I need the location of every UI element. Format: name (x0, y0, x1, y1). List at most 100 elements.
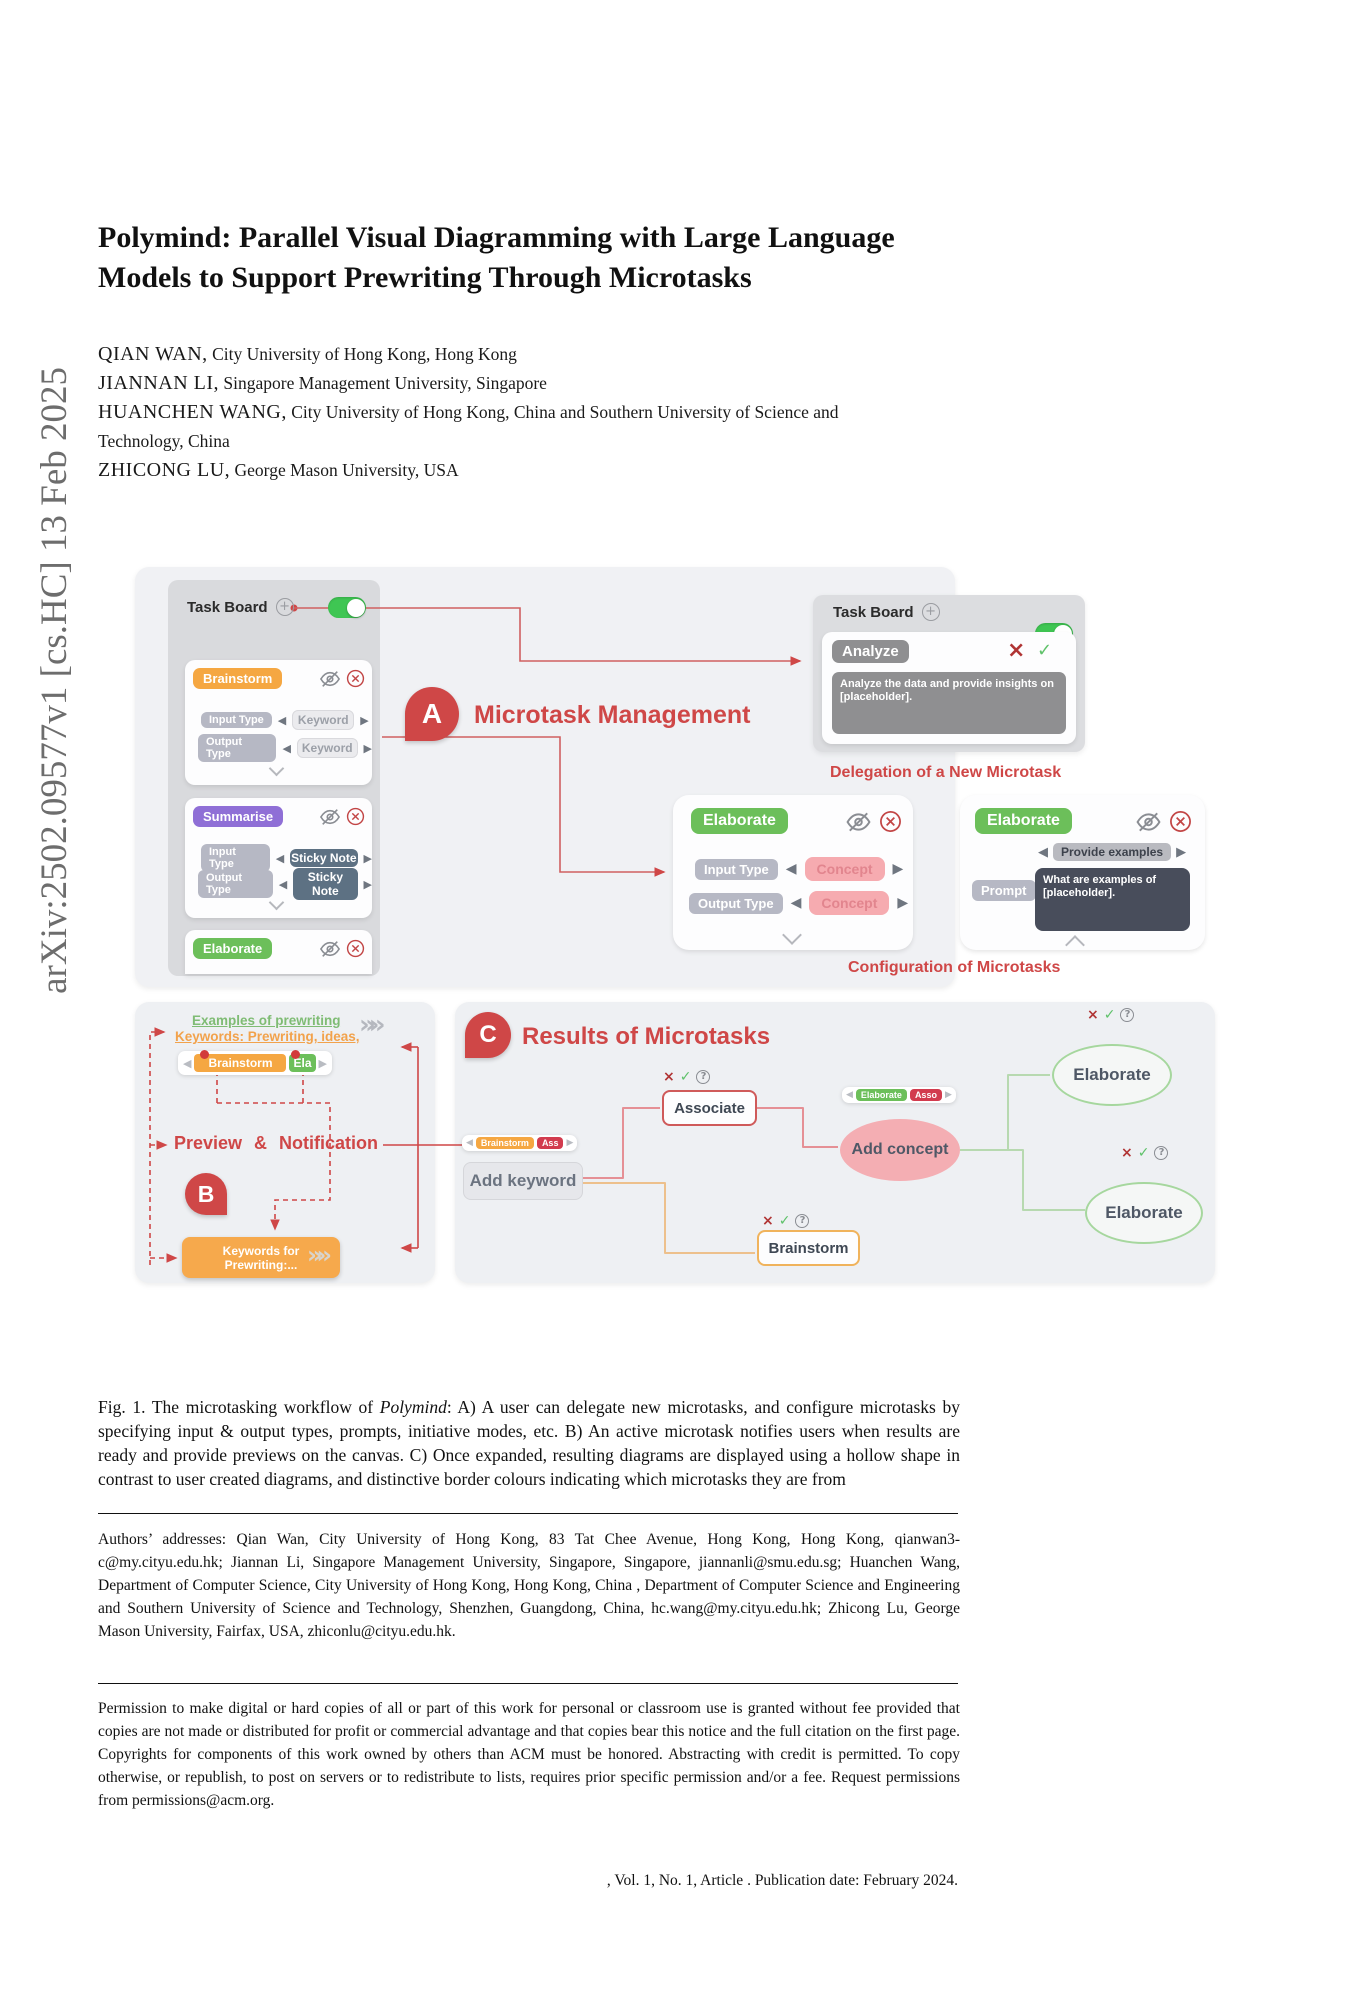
title-line-2: Models to Support Prewriting Through Mic… (98, 261, 752, 294)
next-option-icon[interactable]: ▶ (892, 861, 904, 877)
preview-result-line2[interactable]: Keywords: Prewriting, ideas, (175, 1029, 360, 1044)
add-keyword-node[interactable]: Add keyword (463, 1162, 583, 1200)
result-source-chipbar[interactable]: ◀ Brainstorm Ass ▶ (462, 1135, 578, 1151)
delete-microtask-icon[interactable] (346, 807, 365, 826)
elaborate-chip[interactable]: Elaborate (193, 938, 273, 959)
summarise-chip[interactable]: Summarise (193, 806, 284, 827)
microtask-card-elaborate[interactable]: Elaborate (185, 930, 372, 974)
add-microtask-icon[interactable]: + (275, 598, 294, 616)
output-type-label: Output Type (689, 892, 783, 914)
hide-preview-icon[interactable] (319, 669, 341, 689)
hide-preview-icon[interactable] (319, 807, 341, 827)
accept-result-icon[interactable]: ✓ (1137, 1145, 1150, 1161)
new-microtask-card[interactable]: Analyze × ✓ Analyze the data and provide… (822, 632, 1076, 744)
next-option-icon[interactable]: ▶ (360, 713, 369, 727)
result-actions: × ✓ ? (1121, 1145, 1169, 1161)
tab-brainstorm[interactable]: Brainstorm (194, 1050, 287, 1072)
prev-option-icon[interactable]: ◀ (278, 877, 288, 891)
prev-option-icon[interactable]: ◀ (282, 741, 291, 755)
prompt-text-box[interactable]: What are examples of [placeholder]. (1035, 868, 1190, 931)
delete-microtask-icon[interactable] (346, 669, 365, 688)
results-heading: Results of Microtasks (522, 1023, 771, 1050)
output-type-value: Keyword (296, 738, 358, 758)
hide-preview-icon[interactable] (1135, 810, 1162, 834)
next-option-icon[interactable]: ▶ (363, 851, 372, 865)
title-line-1: Polymind: Parallel Visual Diagramming wi… (98, 221, 895, 254)
add-concept-node[interactable]: Add concept (840, 1119, 960, 1181)
next-option-icon[interactable]: ▶ (897, 895, 909, 911)
author-line: QIAN WAN, City University of Hong Kong, … (98, 340, 978, 369)
help-icon[interactable]: ? (795, 1214, 810, 1228)
author-name: HUANCHEN WANG, (98, 401, 287, 423)
delete-microtask-icon[interactable] (879, 810, 902, 833)
elaborate-result-node[interactable]: Elaborate (1085, 1182, 1203, 1244)
expand-card-icon[interactable] (268, 760, 285, 777)
add-microtask-icon[interactable]: + (921, 603, 940, 621)
tab-prev-icon[interactable]: ◀ (183, 1056, 192, 1070)
chip-prev-icon[interactable]: ◀ (466, 1138, 473, 1148)
hide-preview-icon[interactable] (845, 810, 872, 834)
expand-card-icon[interactable] (782, 925, 802, 945)
chip-next-icon[interactable]: ▶ (566, 1138, 574, 1148)
collapse-card-icon[interactable] (1065, 935, 1085, 955)
divider (98, 1683, 958, 1684)
delete-microtask-icon[interactable] (1169, 810, 1192, 833)
chip-prev-icon[interactable]: ◀ (846, 1090, 853, 1100)
result-source-chipbar[interactable]: ◀ Elaborate Asso ▶ (842, 1087, 956, 1103)
chip-brainstorm[interactable]: Brainstorm (475, 1137, 534, 1149)
elaborate-chip[interactable]: Elaborate (691, 808, 788, 834)
tab-elaborate[interactable]: Ela (289, 1050, 316, 1072)
prev-option-icon[interactable]: ◀ (790, 895, 802, 911)
elaborate-chip[interactable]: Elaborate (975, 808, 1072, 834)
accept-result-icon[interactable]: ✓ (778, 1213, 791, 1229)
keywords-preview-button[interactable]: Keywords for Prewriting:... »» (182, 1237, 340, 1278)
chip-next-icon[interactable]: ▶ (944, 1090, 952, 1100)
prev-option-icon[interactable]: ◀ (1038, 844, 1048, 860)
prev-option-icon[interactable]: ◀ (277, 713, 287, 727)
accept-icon[interactable]: ✓ (1037, 640, 1053, 661)
config-card-elaborate-prompt[interactable]: Elaborate ◀ Provide examples ▶ Prompt Wh… (960, 795, 1205, 955)
microtask-card-brainstorm[interactable]: Brainstorm Input Type ◀ Keyword ▶ Output… (185, 660, 372, 785)
reject-result-icon[interactable]: × (762, 1213, 774, 1229)
author-name: QIAN WAN, (98, 343, 208, 365)
delete-microtask-icon[interactable] (346, 939, 365, 958)
help-icon[interactable]: ? (696, 1070, 711, 1084)
prompt-selector-value[interactable]: Provide examples (1053, 843, 1172, 861)
help-icon[interactable]: ? (1120, 1008, 1135, 1022)
hide-preview-icon[interactable] (319, 939, 341, 959)
next-option-icon[interactable]: ▶ (363, 741, 372, 755)
expand-preview-icon[interactable]: »» (359, 1010, 386, 1040)
expand-result-icon[interactable]: »» (306, 1241, 332, 1269)
preview-result-line1[interactable]: Examples of prewriting (192, 1013, 341, 1028)
next-option-icon[interactable]: ▶ (1176, 844, 1187, 860)
analyze-chip[interactable]: Analyze (832, 640, 909, 663)
next-option-icon[interactable]: ▶ (363, 877, 372, 891)
elaborate-result-node[interactable]: Elaborate (1052, 1044, 1172, 1106)
output-type-value: Concept (809, 891, 890, 915)
reject-result-icon[interactable]: × (1087, 1007, 1099, 1023)
microtask-card-summarise[interactable]: Summarise Input Type ◀ Sticky Note ▶ Out… (185, 798, 372, 918)
accept-result-icon[interactable]: ✓ (679, 1069, 692, 1085)
task-board-toggle[interactable] (328, 597, 366, 618)
reject-result-icon[interactable]: × (663, 1069, 675, 1085)
brainstorm-node[interactable]: Brainstorm (757, 1230, 860, 1266)
prev-option-icon[interactable]: ◀ (275, 851, 285, 865)
help-icon[interactable]: ? (1154, 1146, 1169, 1160)
prev-option-icon[interactable]: ◀ (785, 861, 797, 877)
analyze-prompt-box[interactable]: Analyze the data and provide insights on… (832, 672, 1066, 734)
associate-node[interactable]: Associate (662, 1090, 757, 1126)
config-card-elaborate-types[interactable]: Elaborate Input Type ◀ Concept ▶ Output … (673, 795, 913, 950)
accept-result-icon[interactable]: ✓ (1103, 1007, 1116, 1023)
input-type-value: Concept (804, 857, 885, 881)
chip-associate[interactable]: Ass (536, 1137, 564, 1149)
author-line: HUANCHEN WANG, City University of Hong K… (98, 398, 978, 427)
tab-next-icon[interactable]: ▶ (318, 1056, 327, 1070)
result-actions: × ✓ ? (762, 1213, 810, 1229)
reject-result-icon[interactable]: × (1121, 1145, 1133, 1161)
reject-icon[interactable]: × (1007, 638, 1026, 663)
chip-elaborate[interactable]: Elaborate (855, 1089, 907, 1101)
chip-associate[interactable]: Asso (909, 1089, 942, 1101)
microtask-tab-bar[interactable]: ◀ Brainstorm Ela ▶ (178, 1050, 332, 1075)
task-board-title: Task Board (833, 603, 914, 621)
brainstorm-chip[interactable]: Brainstorm (193, 668, 283, 689)
